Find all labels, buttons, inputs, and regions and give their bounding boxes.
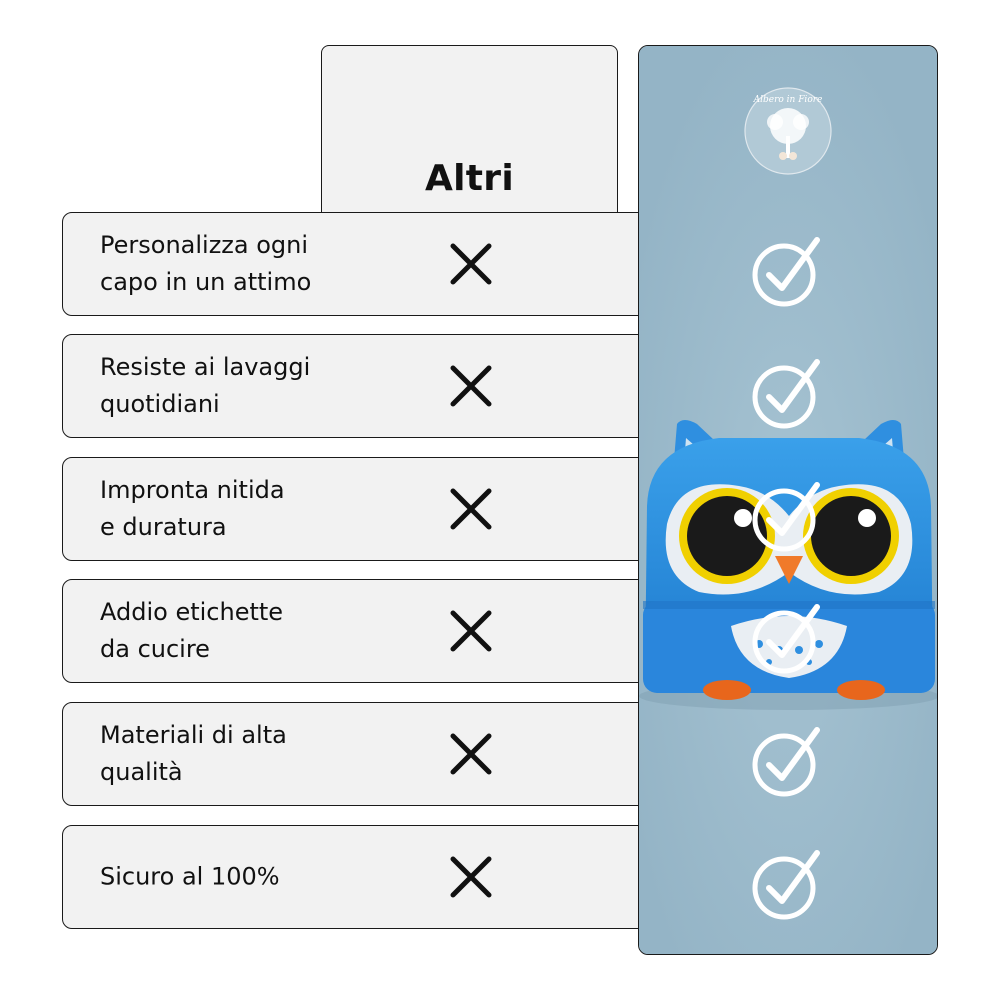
check-circle-icon [752, 482, 820, 552]
x-icon [450, 856, 492, 898]
feature-label: Impronta nitida e duratura [100, 476, 285, 541]
feature-label: Materiali di alta qualità [100, 721, 287, 786]
x-icon [450, 733, 492, 775]
comparison-row: Addio etichette da cucire [62, 579, 662, 683]
check-circle-icon [752, 604, 820, 674]
albero-in-fiore-logo: Albero in Fiore [744, 87, 832, 175]
check-circle-icon [752, 727, 820, 797]
owl-stamp-product-image [639, 46, 937, 954]
comparison-row: Sicuro al 100% [62, 825, 662, 929]
x-icon [450, 243, 492, 285]
check-circle-icon [752, 359, 820, 429]
x-icon [450, 610, 492, 652]
comparison-row: Resiste ai lavaggi quotidiani [62, 334, 662, 438]
x-icon [450, 488, 492, 530]
comparison-row: Impronta nitida e duratura [62, 457, 662, 561]
logo-text: Albero in Fiore [753, 95, 823, 105]
feature-label: Personalizza ogni capo in un attimo [100, 231, 312, 296]
brand-column-panel: Albero in Fiore [638, 45, 938, 955]
others-column-label: Altri [424, 158, 514, 199]
check-circle-icon [752, 850, 820, 920]
feature-label: Sicuro al 100% [100, 862, 280, 891]
comparison-row: Materiali di alta qualità [62, 702, 662, 806]
x-icon [450, 365, 492, 407]
check-circle-icon [752, 237, 820, 307]
comparison-row: Personalizza ogni capo in un attimo [62, 212, 662, 316]
feature-label: Resiste ai lavaggi quotidiani [100, 353, 311, 418]
others-column-header: Altri [321, 45, 618, 235]
feature-label: Addio etichette da cucire [100, 598, 284, 663]
